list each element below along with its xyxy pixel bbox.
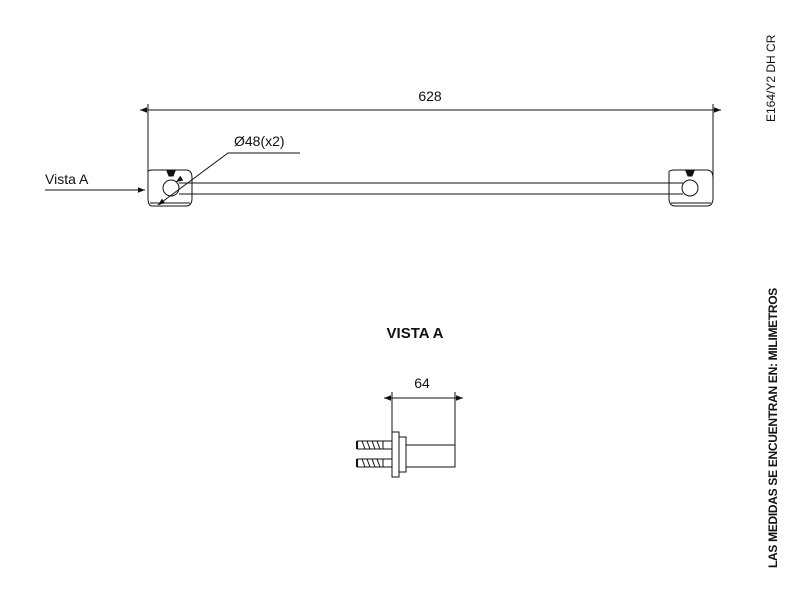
- side-bar-arm: [405, 444, 456, 468]
- bar-tube: [179, 182, 683, 195]
- upper-screw: [356, 440, 392, 450]
- diameter-callout: Ø48(x2): [234, 133, 285, 149]
- units-note: LAS MEDIDAS SE ENCUENTRAN EN: MILIMETROS: [766, 288, 780, 568]
- diameter-leader-tick: [175, 175, 184, 183]
- product-code: E164/Y2 DH CR: [764, 34, 778, 122]
- side-flange-plate: [391, 431, 400, 478]
- lower-screw: [356, 458, 392, 468]
- view-title: VISTA A: [387, 325, 444, 342]
- view-pointer-label: Vista A: [45, 171, 89, 187]
- depth-dimension: 64: [414, 375, 430, 391]
- diameter-leader: [157, 152, 300, 206]
- overall-length-dimension: 628: [418, 88, 442, 104]
- left-wall-flange: [147, 169, 193, 207]
- right-wall-flange: [668, 169, 714, 207]
- side-view: [356, 392, 463, 478]
- side-flange-cap: [398, 436, 407, 473]
- top-view: [45, 104, 721, 207]
